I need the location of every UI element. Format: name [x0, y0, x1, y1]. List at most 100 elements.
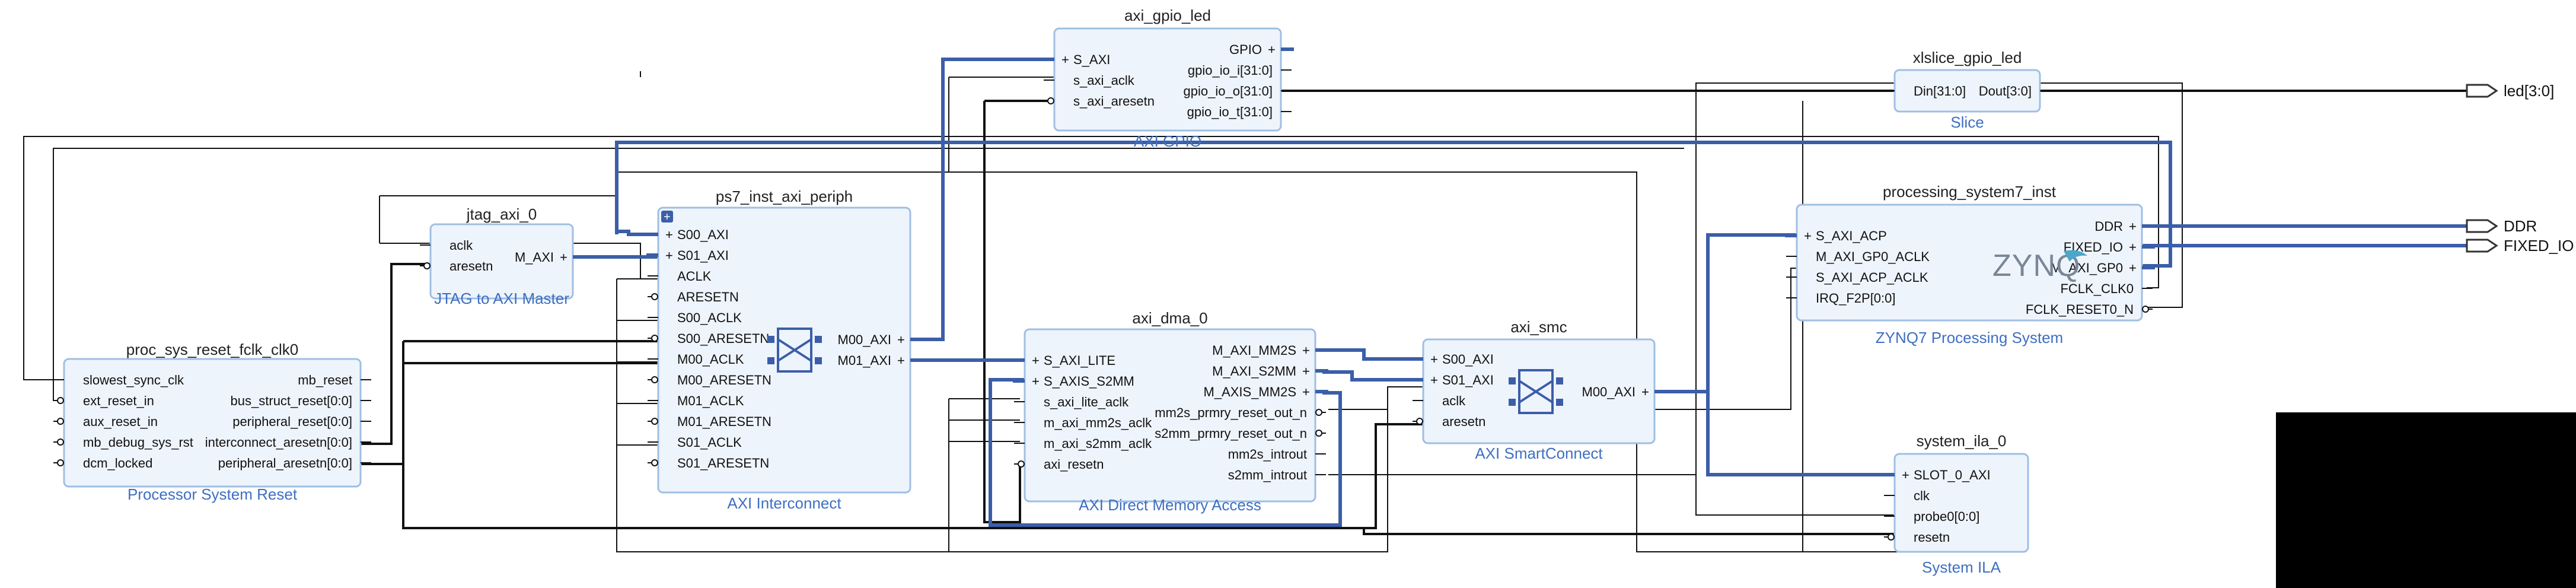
pin-label: Dout[3:0] — [1979, 84, 2032, 98]
plus-icon[interactable]: + — [897, 332, 905, 347]
pin-label: M01_ARESETN — [677, 414, 771, 429]
plus-icon[interactable]: + — [1430, 373, 1438, 387]
block-title: axi_smc — [1510, 318, 1567, 336]
plus-icon[interactable]: + — [1032, 353, 1040, 368]
pin-label: M_AXI_GP0 — [2051, 260, 2123, 275]
pin-label: DDR — [2094, 219, 2123, 234]
block-subtitle: System ILA — [1922, 558, 2001, 576]
pin-bubble — [57, 459, 64, 466]
pin-label: peripheral_reset[0:0] — [232, 414, 352, 429]
plus-icon[interactable]: + — [1302, 364, 1310, 379]
pin-bubble — [1888, 533, 1895, 541]
pin-bubble — [1416, 418, 1423, 425]
pin-label: mm2s_introut — [1228, 447, 1307, 462]
pin-label: S01_ACLK — [677, 435, 742, 450]
pin-label: S_AXI_LITE — [1044, 353, 1115, 368]
pin-bubble — [1047, 97, 1054, 104]
block-title: xlslice_gpio_led — [1913, 49, 2022, 66]
pin-bubble — [57, 397, 64, 404]
pin-label: S_AXI_ACP — [1816, 228, 1887, 243]
pin-label: S00_ARESETN — [677, 331, 769, 346]
plus-icon[interactable]: + — [1302, 384, 1310, 399]
pin-label: M_AXI_GP0_ACLK — [1816, 249, 1930, 264]
plus-icon[interactable]: + — [560, 250, 568, 265]
occluded-region — [2276, 412, 2576, 588]
block-title: system_ila_0 — [1917, 432, 2007, 450]
pin-label: aresetn — [1442, 414, 1485, 429]
plus-icon[interactable]: + — [1032, 374, 1040, 389]
pin-label: Din[31:0] — [1914, 84, 1966, 98]
pin-label: mb_reset — [298, 373, 352, 387]
pin-label: mm2s_prmry_reset_out_n — [1155, 405, 1307, 420]
block-body[interactable] — [63, 358, 362, 488]
pin-bubble — [57, 418, 64, 425]
block-subtitle: ZYNQ7 Processing System — [1876, 329, 2063, 347]
pin-label: s2mm_prmry_reset_out_n — [1155, 426, 1307, 441]
port-ddr[interactable]: DDR — [2466, 217, 2537, 235]
pin-label: s_axi_aresetn — [1073, 94, 1155, 109]
pin-label: M_AXI — [515, 250, 554, 265]
pin-label: ARESETN — [677, 290, 739, 304]
plus-icon[interactable]: + — [897, 353, 905, 368]
pin-label: S01_ARESETN — [677, 456, 769, 471]
pin-label: S_AXI — [1073, 52, 1110, 67]
block-body[interactable] — [1893, 453, 2029, 553]
plus-icon[interactable]: + — [2129, 240, 2137, 255]
block-subtitle: AXI Direct Memory Access — [1079, 496, 1261, 514]
pin-label: m_axi_mm2s_aclk — [1044, 415, 1152, 430]
pin-label: M01_AXI — [838, 353, 892, 368]
plus-icon[interactable]: + — [1302, 343, 1310, 358]
pin-label: gpio_io_i[31:0] — [1188, 63, 1273, 78]
pin-label: aclk — [449, 238, 473, 253]
pin-label: M_AXI_MM2S — [1212, 343, 1296, 358]
crossbar-icon — [1509, 369, 1563, 414]
port-led[interactable]: led[3:0] — [2466, 82, 2554, 100]
plus-icon[interactable]: + — [1641, 384, 1649, 399]
expand-icon[interactable]: + — [661, 211, 673, 224]
pin-label: ext_reset_in — [83, 393, 154, 408]
block-subtitle: Slice — [1950, 113, 1984, 131]
block-subtitle: Processor System Reset — [127, 485, 298, 503]
block-body[interactable] — [429, 223, 574, 300]
plus-icon[interactable]: + — [1804, 228, 1812, 243]
pin-label: GPIO — [1229, 42, 1262, 57]
block-title: jtag_axi_0 — [466, 205, 537, 223]
pin-label: M01_ACLK — [677, 393, 744, 408]
plus-icon[interactable]: + — [2129, 260, 2137, 275]
block-body[interactable] — [1796, 204, 2143, 322]
plus-icon[interactable]: + — [665, 227, 673, 242]
plus-icon[interactable]: + — [1268, 42, 1276, 57]
plus-icon[interactable]: + — [1902, 468, 1909, 482]
block-body[interactable] — [1024, 328, 1316, 503]
pin-bubble — [651, 376, 658, 383]
plus-icon[interactable]: + — [1430, 352, 1438, 367]
plus-icon[interactable]: + — [1061, 52, 1069, 67]
block-body[interactable] — [657, 206, 911, 494]
pin-label: aresetn — [449, 259, 493, 274]
pin-label: s_axi_aclk — [1073, 73, 1135, 88]
pin-bubble — [1018, 460, 1025, 468]
port-fixed-io[interactable]: FIXED_IO — [2466, 237, 2574, 255]
block-title: axi_gpio_led — [1124, 7, 1211, 24]
pin-label: SLOT_0_AXI — [1914, 468, 1991, 482]
pin-label: probe0[0:0] — [1914, 509, 1979, 524]
plus-icon[interactable]: + — [665, 248, 673, 263]
plus-icon[interactable]: + — [2129, 219, 2137, 234]
pin-label: M00_ACLK — [677, 352, 744, 367]
port-ddr-label: DDR — [2504, 217, 2537, 235]
block-title: proc_sys_reset_fclk_clk0 — [126, 341, 298, 358]
pin-label: FCLK_RESET0_N — [2026, 302, 2134, 317]
pin-bubble — [2142, 306, 2149, 313]
zynq-swoosh-icon — [2064, 250, 2087, 262]
pin-label: ACLK — [677, 269, 712, 284]
